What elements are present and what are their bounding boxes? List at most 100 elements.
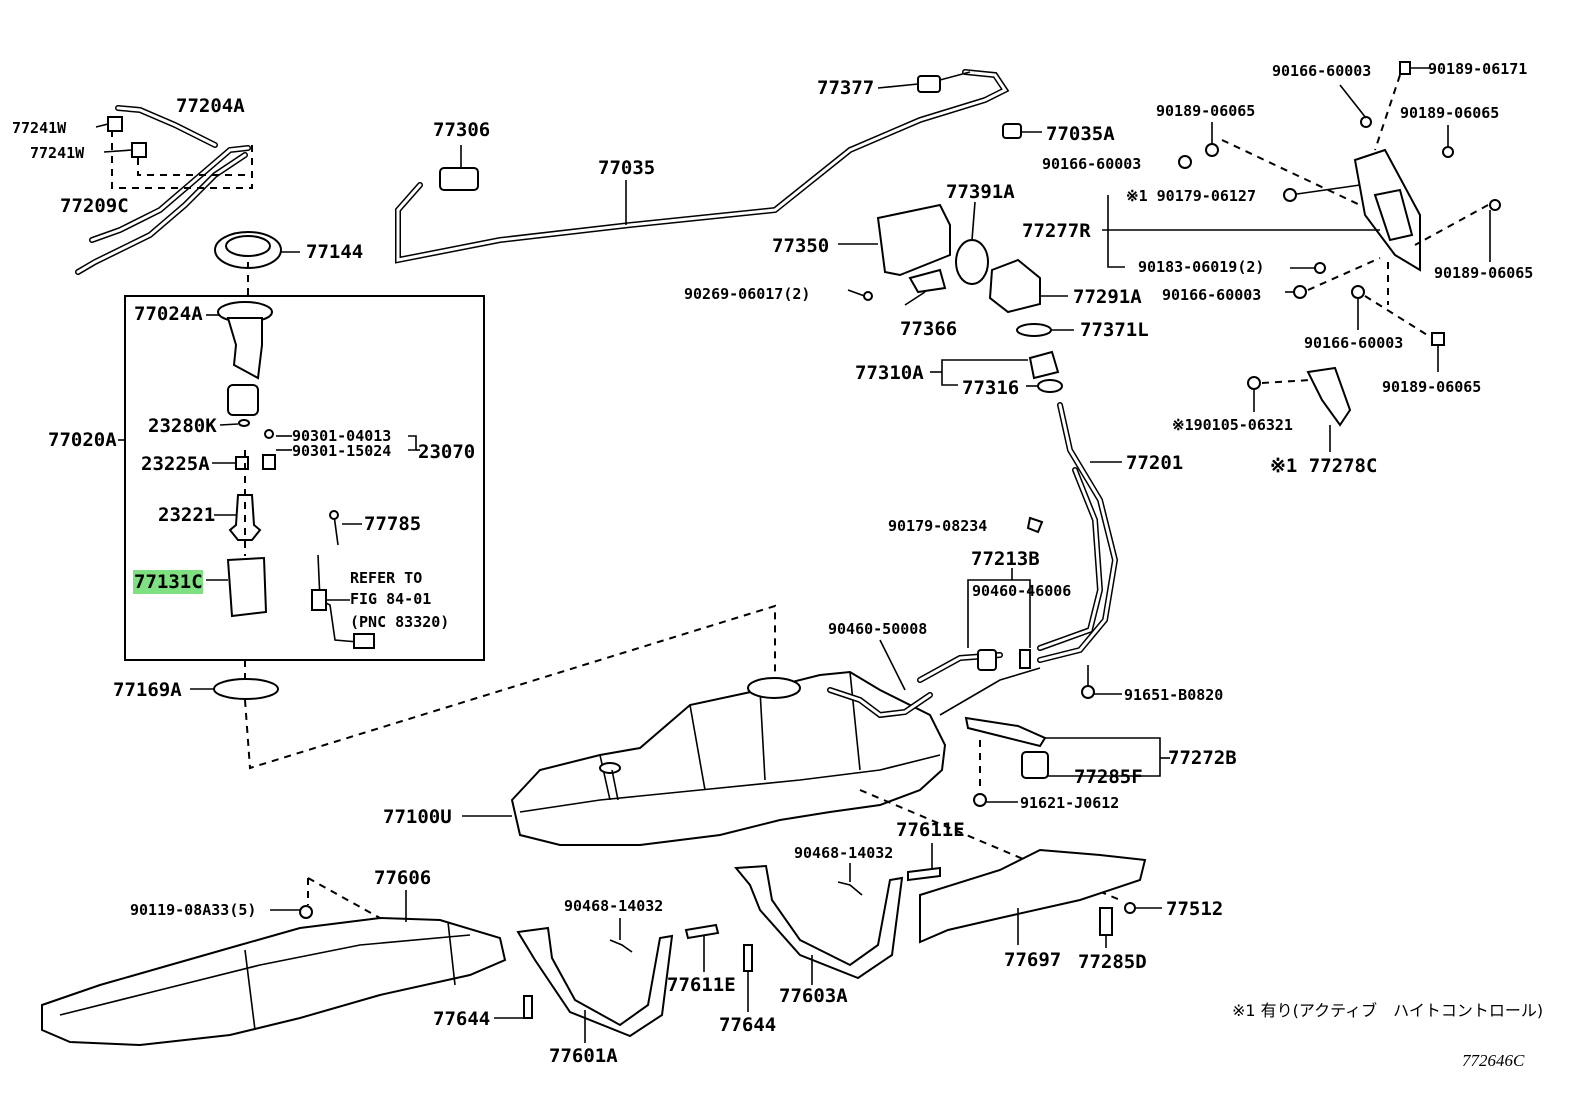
label-90179-06127[interactable]: ※1 90179-06127 xyxy=(1126,187,1256,205)
label-90460-50008[interactable]: 90460-50008 xyxy=(828,620,927,638)
label-77169A[interactable]: 77169A xyxy=(113,679,182,701)
gasket-77169A xyxy=(213,678,279,700)
clip-77241W-lower xyxy=(131,142,147,158)
label-77209C[interactable]: 77209C xyxy=(60,195,129,217)
label-77285F[interactable]: 77285F xyxy=(1074,766,1143,788)
filler-group xyxy=(838,201,1122,699)
label-77306[interactable]: 77306 xyxy=(433,119,490,141)
bracket-77366 xyxy=(908,268,947,294)
label-90166-60003-a[interactable]: 90166-60003 xyxy=(1042,155,1141,173)
bracket-77278C xyxy=(1306,366,1352,427)
label-77144[interactable]: 77144 xyxy=(306,241,363,263)
refer-line-3: (PNC 83320) xyxy=(350,613,449,631)
pump-assembly-box xyxy=(124,295,485,661)
label-77272B[interactable]: 77272B xyxy=(1168,747,1237,769)
label-77350[interactable]: 77350 xyxy=(772,235,829,257)
footnote: ※1 有り(アクティブ ハイトコントロール) xyxy=(1232,1001,1543,1020)
label-90460-46006[interactable]: 90460-46006 xyxy=(972,582,1071,600)
label-77611E-a[interactable]: 77611E xyxy=(896,819,965,841)
label-90189-06065-c[interactable]: 90189-06065 xyxy=(1434,264,1533,282)
label-90166-60003-e[interactable]: 90166-60003 xyxy=(1304,334,1403,352)
label-77371L[interactable]: 77371L xyxy=(1080,319,1149,341)
clamp-77285D xyxy=(1099,907,1113,936)
label-90189-06065-a[interactable]: 90189-06065 xyxy=(1156,102,1255,120)
label-23070[interactable]: 23070 xyxy=(418,441,475,463)
refer-line-1: REFER TO xyxy=(350,569,422,587)
label-77697[interactable]: 77697 xyxy=(1004,949,1061,971)
vapor-line-group xyxy=(395,69,1042,264)
connector-77306 xyxy=(439,167,479,191)
pump-seal-23225A xyxy=(235,456,249,470)
label-77131C[interactable]: 77131C xyxy=(134,571,203,593)
part-labels: 77204A 77241W 77241W 77209C 77144 77024A… xyxy=(12,60,1543,1070)
label-77601A[interactable]: 77601A xyxy=(549,1045,618,1067)
gasket-77316 xyxy=(1037,379,1063,393)
label-90189-06171[interactable]: 90189-06171 xyxy=(1428,60,1527,78)
label-77035A[interactable]: 77035A xyxy=(1046,123,1115,145)
label-90301-15024[interactable]: 90301-15024 xyxy=(292,442,391,460)
label-77020A[interactable]: 77020A xyxy=(48,429,117,451)
label-90468-14032-b[interactable]: 90468-14032 xyxy=(564,897,663,915)
label-77316[interactable]: 77316 xyxy=(962,377,1019,399)
filler-housing-77350 xyxy=(876,203,951,277)
wire-77785 xyxy=(333,514,339,546)
bracket-77272B xyxy=(964,716,1047,748)
bolt-77611E-b xyxy=(684,923,720,940)
label-77377[interactable]: 77377 xyxy=(817,77,874,99)
label-90166-60003-d[interactable]: 90166-60003 xyxy=(1162,286,1261,304)
label-77603A[interactable]: 77603A xyxy=(779,985,848,1007)
refer-line-2: FIG 84-01 xyxy=(350,590,431,608)
clip-77241W-upper xyxy=(107,116,123,132)
label-77285D[interactable]: 77285D xyxy=(1078,951,1147,973)
label-90301-04013[interactable]: 90301-04013 xyxy=(292,427,391,445)
label-77366[interactable]: 77366 xyxy=(900,318,957,340)
label-77611E-b[interactable]: 77611E xyxy=(667,974,736,996)
label-23280K[interactable]: 23280K xyxy=(148,415,217,437)
strap-77601A xyxy=(516,926,674,1038)
label-77213B[interactable]: 77213B xyxy=(971,548,1040,570)
label-77241W-1[interactable]: 77241W xyxy=(12,119,67,137)
label-77241W-2[interactable]: 77241W xyxy=(30,144,85,162)
label-90179-08234[interactable]: 90179-08234 xyxy=(888,517,987,535)
diagram-code: 772646C xyxy=(1462,1051,1525,1070)
height-control-bracket-group xyxy=(1102,61,1501,452)
strap-77603A xyxy=(733,864,904,980)
tank-straps-group xyxy=(41,843,1162,1047)
label-77310A[interactable]: 77310A xyxy=(855,362,924,384)
label-77277R[interactable]: 77277R xyxy=(1022,220,1091,242)
label-77024A[interactable]: 77024A xyxy=(134,303,203,325)
label-77644-b[interactable]: 77644 xyxy=(433,1008,490,1030)
label-90468-14032-a[interactable]: 90468-14032 xyxy=(794,844,893,862)
label-77204A[interactable]: 77204A xyxy=(176,95,245,117)
fuel-tank-77100U xyxy=(510,670,947,846)
filler-neck-77291A xyxy=(988,258,1041,314)
label-77606[interactable]: 77606 xyxy=(374,867,431,889)
label-77278C[interactable]: ※1 77278C xyxy=(1270,455,1377,477)
label-91621-J0612[interactable]: 91621-J0612 xyxy=(1020,794,1119,812)
label-90269-06017[interactable]: 90269-06017(2) xyxy=(684,285,810,303)
label-90189-06065-b[interactable]: 90189-06065 xyxy=(1400,104,1499,122)
label-90166-60003-b[interactable]: 90166-60003 xyxy=(1272,62,1371,80)
pump-sleeve-77131C xyxy=(226,556,268,618)
label-90119-08A33[interactable]: 90119-08A33(5) xyxy=(130,901,256,919)
label-90183-06019[interactable]: 90183-06019(2) xyxy=(1138,258,1264,276)
label-23221[interactable]: 23221 xyxy=(158,504,215,526)
label-77785[interactable]: 77785 xyxy=(364,513,421,535)
pump-filter-23280K xyxy=(227,384,259,416)
label-90189-06065-d[interactable]: 90189-06065 xyxy=(1382,378,1481,396)
label-77201[interactable]: 77201 xyxy=(1126,452,1183,474)
filler-cap-77310A xyxy=(1028,350,1060,380)
label-77644-a[interactable]: 77644 xyxy=(719,1014,776,1036)
label-91651-B0820[interactable]: 91651-B0820 xyxy=(1124,686,1223,704)
label-77291A[interactable]: 77291A xyxy=(1073,286,1142,308)
label-77100U[interactable]: 77100U xyxy=(383,806,452,828)
o-ring-77371L xyxy=(1016,323,1052,337)
label-23225A[interactable]: 23225A xyxy=(141,453,210,475)
label-77512[interactable]: 77512 xyxy=(1166,898,1223,920)
bolt-77611E-a xyxy=(907,866,941,882)
label-90105-06321[interactable]: ※190105-06321 xyxy=(1172,416,1293,434)
bolt-77644-b xyxy=(523,995,533,1019)
label-77391A[interactable]: 77391A xyxy=(946,181,1015,203)
label-77035[interactable]: 77035 xyxy=(598,157,655,179)
